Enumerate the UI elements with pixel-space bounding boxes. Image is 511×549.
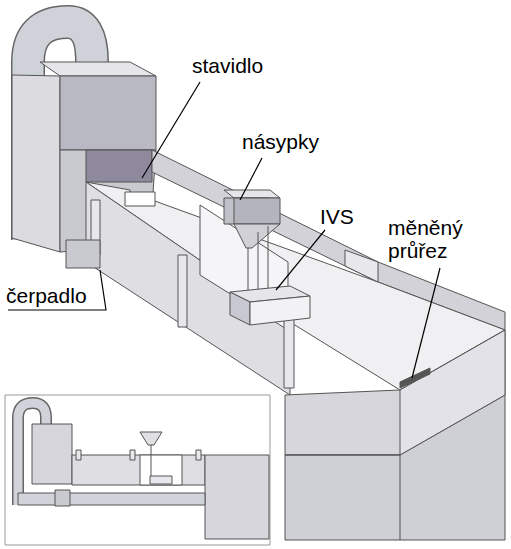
tower-side (12, 75, 60, 252)
gate (125, 192, 155, 206)
section-box (285, 395, 505, 540)
inset-pump (55, 490, 70, 506)
inset-return-pipe (18, 493, 205, 505)
inset-channel (72, 455, 205, 485)
post (178, 255, 187, 327)
part-label: stavidlo (190, 54, 265, 77)
inset-hopper (140, 432, 162, 445)
part-label: měněný průřez (386, 216, 482, 262)
inset-tower (32, 424, 72, 484)
leader-line (142, 82, 200, 178)
inset-section-box (205, 455, 269, 539)
part-label: násypky (240, 130, 321, 153)
section-side (400, 330, 505, 455)
tower-top (40, 62, 156, 76)
leader-line (240, 158, 262, 200)
leader-line (412, 268, 440, 378)
pump (66, 240, 100, 268)
post (284, 318, 294, 388)
part-label: IVS (318, 205, 356, 228)
inset-frame (5, 395, 270, 545)
front-wall (86, 182, 290, 395)
ivs-block (250, 296, 310, 325)
part-label: čerpadlo (4, 284, 89, 307)
tower-front (60, 76, 156, 150)
changed-section (400, 368, 430, 388)
leader-line (276, 230, 325, 290)
